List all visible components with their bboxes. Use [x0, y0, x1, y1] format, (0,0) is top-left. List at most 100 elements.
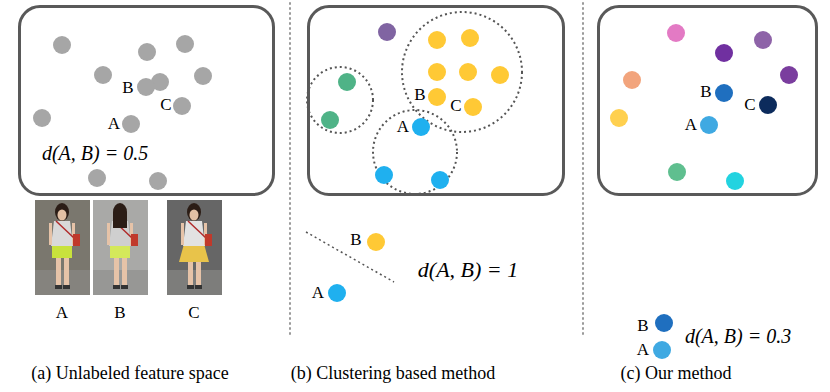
photo-ground: [167, 270, 222, 295]
photo-label: C: [188, 304, 199, 323]
feature-dot: [780, 66, 798, 84]
face: [190, 210, 199, 221]
leg: [122, 256, 127, 286]
feature-dot: [138, 43, 156, 61]
feature-dot: [33, 109, 51, 127]
arm: [181, 223, 184, 245]
photo-label: B: [114, 304, 125, 323]
feature-dot: [176, 35, 194, 53]
feature-dot: [759, 96, 777, 114]
feature-dot: [375, 166, 393, 184]
shirt: [183, 221, 205, 246]
feature-dot: [428, 31, 446, 49]
feature-dot: [461, 29, 479, 47]
photo-background: [35, 200, 90, 295]
arm: [49, 223, 52, 245]
distance-label: d(A, B) = 0.3: [685, 325, 791, 347]
bag-strap: [56, 221, 74, 238]
shoe: [55, 285, 62, 289]
cluster-boundary: [306, 232, 394, 282]
feature-dot: [491, 66, 509, 84]
feature-dot: [94, 66, 112, 84]
point-label: B: [122, 79, 133, 98]
point-label: C: [160, 96, 171, 115]
point-label: B: [414, 86, 425, 105]
feature-dot: [459, 63, 477, 81]
face: [58, 210, 67, 221]
point-label: A: [312, 284, 324, 303]
feature-dot: [667, 24, 685, 42]
photo-ground: [35, 270, 90, 295]
hair: [187, 203, 201, 221]
shoe: [121, 285, 128, 289]
panel-separator: [582, 3, 584, 335]
photo-background: [93, 200, 148, 295]
shoe: [195, 285, 202, 289]
pedestrian-photo: [167, 200, 222, 295]
feature-dot: [754, 31, 772, 49]
point-label: A: [637, 341, 649, 360]
feature-dot: [367, 233, 385, 251]
point-label: B: [637, 317, 648, 336]
hair: [55, 203, 69, 221]
feature-dot: [623, 71, 641, 89]
feature-dot: [338, 73, 356, 91]
long-hair: [113, 212, 127, 228]
feature-dot: [428, 88, 446, 106]
panel-separator: [289, 3, 291, 335]
shoe: [187, 285, 194, 289]
shorts: [52, 244, 72, 258]
feature-dot: [431, 171, 449, 189]
skirt: [179, 244, 209, 262]
feature-dot: [53, 36, 71, 54]
feature-dot: [428, 63, 446, 81]
distance-label: d(A, B) = 1: [418, 258, 518, 282]
arm: [107, 223, 110, 245]
photo-label: A: [56, 304, 68, 323]
photo-background: [167, 200, 222, 295]
photo-ground: [93, 270, 148, 295]
cluster-circle: [307, 67, 373, 133]
leg: [64, 256, 69, 286]
leg: [56, 256, 61, 286]
pedestrian-photo: [93, 200, 148, 295]
feature-space-panel: BCAd(A, B) = 0.5: [18, 5, 275, 196]
point-label: C: [744, 96, 755, 115]
feature-dot: [137, 78, 155, 96]
sub-caption: (b) Clustering based method: [291, 364, 495, 384]
feature-dot: [88, 169, 106, 187]
cluster-circle: [402, 12, 522, 132]
feature-dot: [122, 115, 140, 133]
shoe: [113, 285, 120, 289]
bag: [131, 234, 138, 246]
feature-dot: [321, 111, 339, 129]
distance-label: d(A, B) = 0.5: [42, 142, 148, 164]
feature-dot: [610, 109, 628, 127]
feature-dot: [715, 44, 733, 62]
feature-dot: [173, 97, 191, 115]
cluster-circle: [373, 110, 457, 194]
feature-dot: [653, 341, 671, 359]
feature-dot: [464, 98, 482, 116]
feature-dot: [726, 172, 744, 190]
point-label: B: [350, 231, 361, 250]
feature-dot: [700, 116, 718, 134]
bag-strap: [188, 221, 206, 238]
feature-dot: [194, 67, 212, 85]
leg: [114, 256, 119, 286]
feature-dot: [412, 118, 430, 136]
feature-space-panel: B C A: [307, 5, 565, 196]
feature-dot: [149, 172, 167, 190]
feature-dot: [668, 163, 686, 181]
point-label: A: [397, 118, 409, 137]
sub-caption: (c) Our method: [621, 364, 732, 384]
bag: [73, 234, 80, 246]
bag: [205, 234, 212, 246]
shorts: [110, 244, 130, 258]
sub-caption: (a) Unlabeled feature space: [31, 364, 228, 384]
point-label: C: [450, 97, 461, 116]
feature-dot: [655, 314, 673, 332]
feature-dot: [328, 284, 346, 302]
point-label: A: [685, 116, 697, 135]
shoe: [63, 285, 70, 289]
